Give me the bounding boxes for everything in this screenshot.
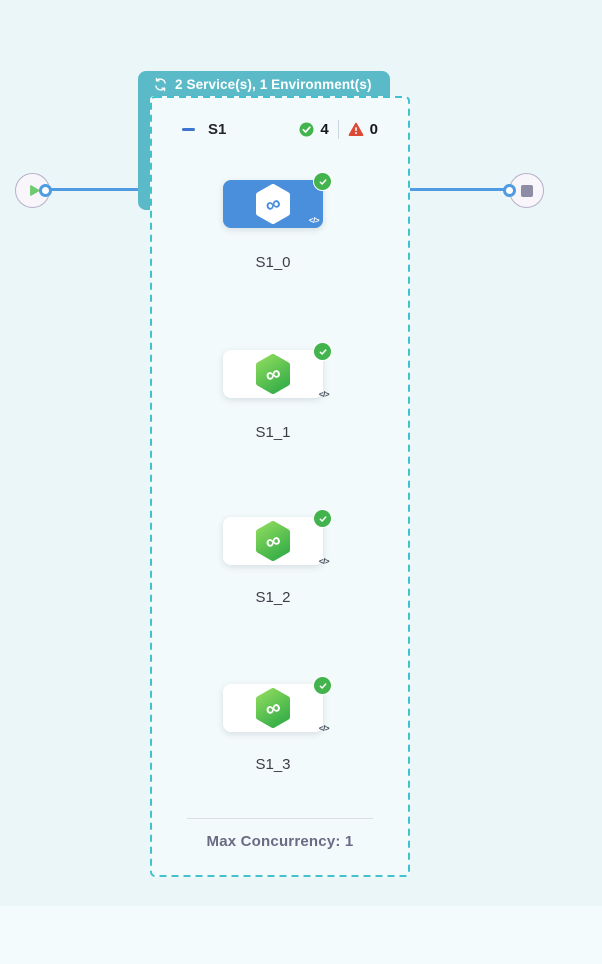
edge-start-to-group <box>46 188 140 191</box>
count-separator <box>337 119 339 139</box>
status-success-badge <box>313 172 332 191</box>
service-hexagon-icon: ∞ <box>256 354 290 394</box>
service-hexagon-icon: ∞ <box>256 184 290 224</box>
infinity-glyph: ∞ <box>262 528 283 555</box>
service-node-card[interactable]: ∞ </> <box>223 509 332 566</box>
group-status-counts: 4 0 <box>299 119 378 139</box>
code-template-icon: </> <box>318 390 330 399</box>
warning-triangle-icon <box>348 122 364 136</box>
node-label: S1_1 <box>255 424 291 441</box>
collapse-minus-icon[interactable] <box>182 127 195 131</box>
matrix-stage-panel: S1 4 0 ∞ <box>150 96 410 877</box>
loop-icon <box>155 77 166 91</box>
success-check-icon <box>299 122 314 136</box>
error-count: 0 <box>369 120 378 138</box>
infinity-glyph: ∞ <box>262 695 283 722</box>
service-node-card[interactable]: ∞ </> <box>223 676 332 733</box>
max-concurrency-label: Max Concurrency: 1 <box>206 833 354 850</box>
status-success-badge <box>313 342 332 361</box>
badge-label: 2 Service(s), 1 Environment(s) <box>175 76 372 92</box>
group-name: S1 <box>208 120 227 138</box>
end-node-port <box>503 184 516 197</box>
code-template-icon: </> <box>318 557 330 566</box>
footer-divider <box>187 818 373 819</box>
success-count: 4 <box>320 120 329 138</box>
start-node-port <box>39 184 52 197</box>
service-node-card[interactable]: ∞ </> <box>223 342 332 399</box>
play-icon <box>29 185 40 196</box>
status-success-badge <box>313 509 332 528</box>
node-label: S1_2 <box>255 589 291 606</box>
services-environments-badge[interactable]: 2 Service(s), 1 Environment(s) <box>153 75 372 93</box>
group-header: S1 4 0 <box>182 118 378 140</box>
edge-group-to-end <box>409 188 509 191</box>
status-success-badge <box>313 676 332 695</box>
node-label: S1_3 <box>255 756 291 773</box>
service-hexagon-icon: ∞ <box>256 688 290 728</box>
canvas-bottom-strip <box>0 906 602 964</box>
infinity-glyph: ∞ <box>262 191 283 218</box>
group-header-left: S1 <box>182 121 226 138</box>
service-node-card[interactable]: ∞ </> <box>223 172 332 228</box>
code-template-icon: </> <box>308 216 320 225</box>
code-template-icon: </> <box>318 724 330 733</box>
service-hexagon-icon: ∞ <box>256 521 290 561</box>
infinity-glyph: ∞ <box>262 361 283 388</box>
node-label: S1_0 <box>255 254 291 271</box>
stop-icon <box>520 184 533 197</box>
